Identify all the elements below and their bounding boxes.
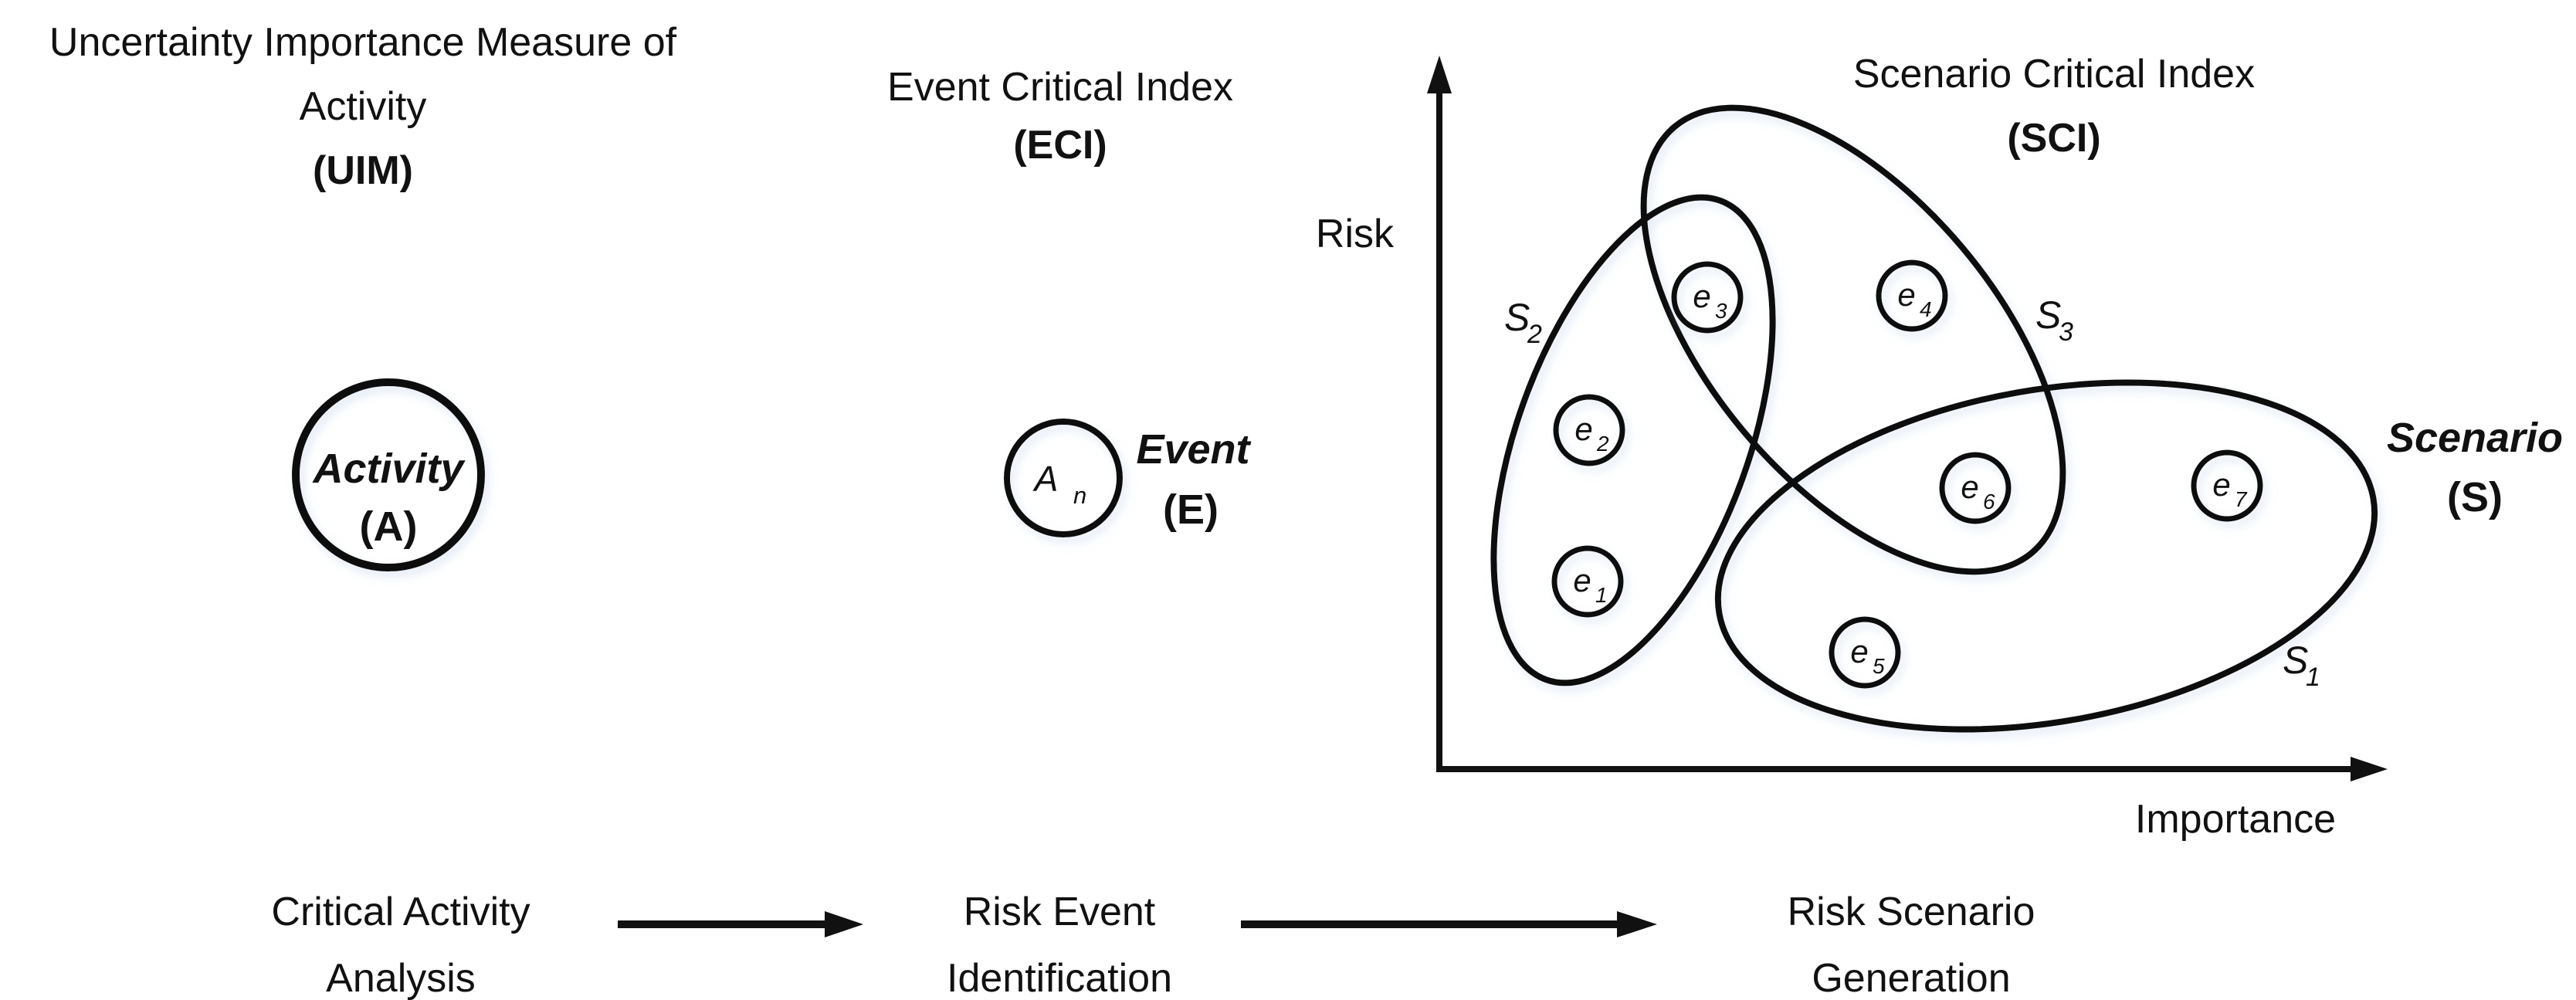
event-labels: e 1 e 2 e 3 e 4 e 5 e 6 e 7 <box>1573 276 2248 678</box>
activity-node-abbr: (A) <box>360 503 418 550</box>
eci-abbr: (ECI) <box>1013 123 1107 168</box>
event-node-abbr: (E) <box>1163 486 1219 533</box>
process-step2-line2: Identification <box>947 956 1172 1000</box>
x-axis-label: Importance <box>2135 797 2336 842</box>
process-step3-line2: Generation <box>1812 956 2010 1000</box>
event-label-e4-base: e <box>1897 276 1915 313</box>
uim-abbr: (UIM) <box>313 148 413 193</box>
scenario-set-labels: S 1 S 2 S 3 <box>1504 293 2320 692</box>
event-label-e6-base: e <box>1961 469 1978 505</box>
event-label-e3-sub: 3 <box>1715 299 1727 323</box>
event-node-circle <box>1004 419 1123 537</box>
process-arrow-2-head-icon <box>1617 911 1657 937</box>
process-step1-line2: Analysis <box>326 956 476 1000</box>
uim-title-line2: Activity <box>300 84 427 129</box>
set-label-s3-base: S <box>2035 293 2061 337</box>
set-label-s1-sub: 1 <box>2306 663 2320 692</box>
risk-importance-plot: Risk Importance S 1 S 2 S 3 <box>1316 56 2563 842</box>
scenario-annotation-label: Scenario <box>2387 415 2563 461</box>
event-label-e4-sub: 4 <box>1920 297 1932 321</box>
y-axis-arrowhead-icon <box>1427 56 1452 93</box>
scenario-ellipse-s3 <box>1640 104 2066 575</box>
activity-node <box>292 378 485 571</box>
event-label-e1-sub: 1 <box>1595 583 1608 607</box>
process-flow: Critical Activity Analysis Risk Event Id… <box>271 890 2035 1000</box>
y-axis-label: Risk <box>1316 212 1395 256</box>
process-step3-line1: Risk Scenario <box>1788 890 2035 934</box>
event-label-e5-sub: 5 <box>1873 654 1885 678</box>
event-label-e7-sub: 7 <box>2235 487 2248 511</box>
sci-abbr: (SCI) <box>2007 116 2100 161</box>
sci-header: Scenario Critical Index (SCI) <box>1853 52 2255 161</box>
uim-header: Uncertainty Importance Measure of Activi… <box>49 20 677 193</box>
event-label-e1-base: e <box>1573 562 1591 598</box>
scenario-annotation-abbr: (S) <box>2447 474 2503 520</box>
eci-title: Event Critical Index <box>887 65 1233 110</box>
event-node <box>1004 419 1123 537</box>
event-circle-e2 <box>1553 394 1625 466</box>
activity-node-label: Activity <box>311 446 466 492</box>
plot-axes <box>1436 86 2355 772</box>
process-arrow-1-head-icon <box>825 911 863 937</box>
event-label-e2-sub: 2 <box>1596 432 1609 456</box>
process-step1-line1: Critical Activity <box>271 890 530 934</box>
uim-title-line1: Uncertainty Importance Measure of <box>49 20 677 65</box>
event-circle-e4 <box>1876 259 1948 332</box>
event-circle-e1 <box>1551 545 1624 618</box>
event-label-e5-base: e <box>1850 633 1868 669</box>
event-node-symbol-base: A <box>1032 459 1059 499</box>
sci-title: Scenario Critical Index <box>1853 52 2255 97</box>
event-circle-e5 <box>1829 616 1901 689</box>
event-circle-e7 <box>2191 449 2263 522</box>
event-label-e2-base: e <box>1574 411 1592 447</box>
eci-header: Event Critical Index (ECI) <box>887 65 1233 168</box>
event-circle-e3 <box>1671 261 1744 334</box>
set-label-s1-base: S <box>2283 639 2308 682</box>
event-node-symbol-sub: n <box>1073 482 1086 509</box>
set-label-s2-base: S <box>1504 296 1530 339</box>
process-arrow-2 <box>1241 911 1657 937</box>
set-label-s2-sub: 2 <box>1527 320 1542 349</box>
event-circle-e6 <box>1939 452 2012 524</box>
event-label-e3-base: e <box>1693 278 1710 314</box>
scenario-ellipses <box>1490 104 2378 733</box>
event-circles <box>1551 259 2263 689</box>
event-label-e7-base: e <box>2212 466 2230 503</box>
set-label-s3-sub: 3 <box>2059 317 2073 347</box>
scenario-ellipse-s2 <box>1490 194 1776 686</box>
process-step2-line1: Risk Event <box>964 890 1156 934</box>
scenario-ellipse-s1 <box>1714 379 2378 733</box>
activity-node-circle <box>292 378 485 571</box>
x-axis-arrowhead-icon <box>2351 757 2388 781</box>
process-arrow-1 <box>618 911 863 937</box>
event-label-e6-sub: 6 <box>1983 490 1995 514</box>
event-node-label: Event <box>1136 426 1251 473</box>
